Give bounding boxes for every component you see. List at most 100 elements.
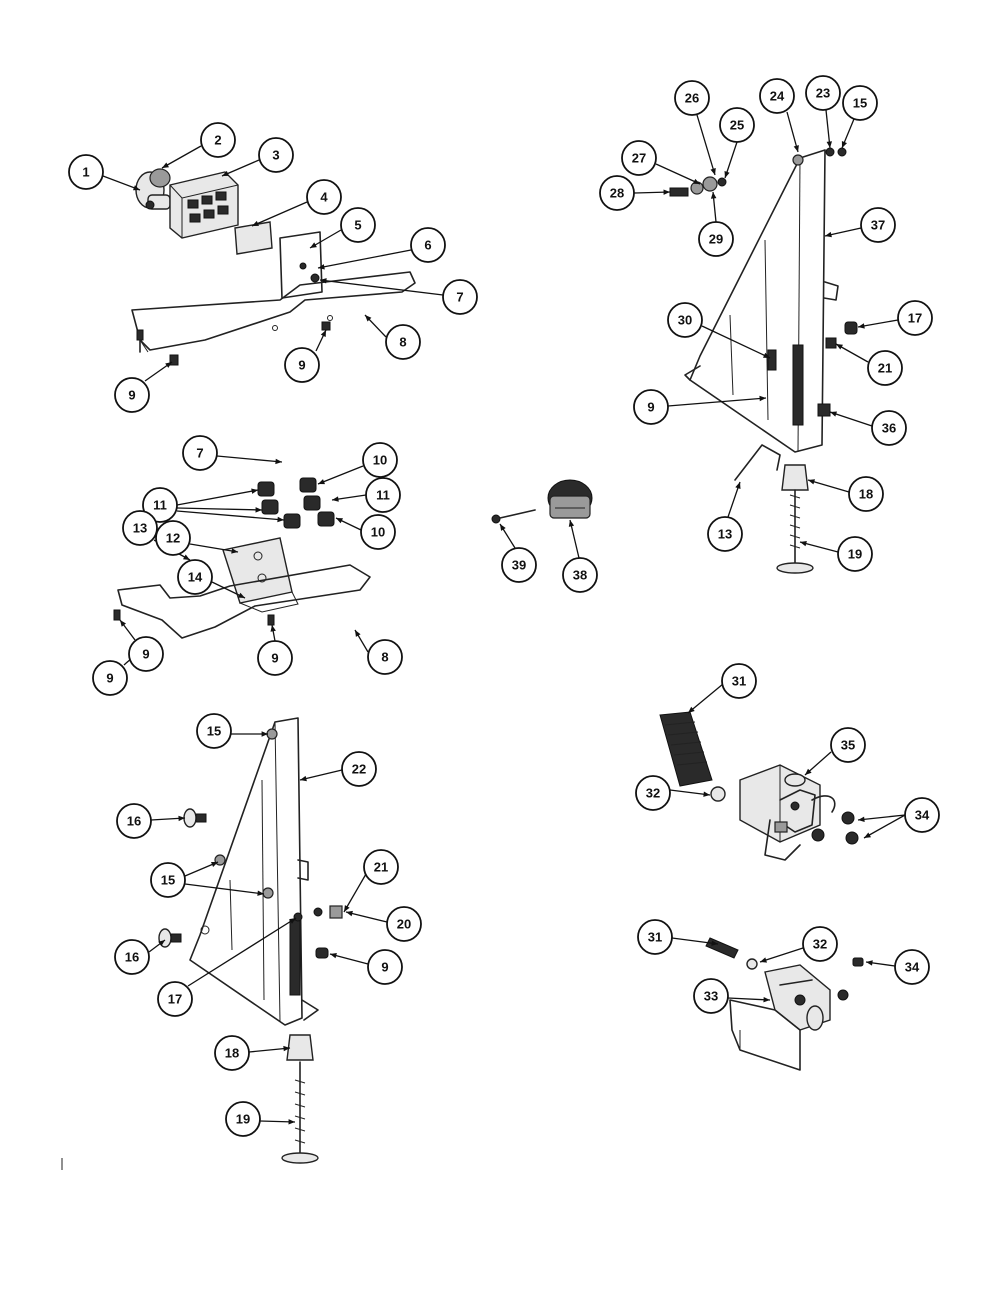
callout-number: 32 — [813, 937, 827, 952]
arrowhead — [808, 479, 815, 485]
arrowhead — [238, 592, 245, 598]
callout-4: 4 — [306, 179, 342, 215]
leader-line — [221, 159, 260, 177]
arrowhead — [830, 411, 837, 417]
callout-number: 31 — [648, 930, 662, 945]
callout-number: 25 — [730, 118, 744, 133]
callout-number: 21 — [878, 361, 892, 376]
callout-circle — [214, 1035, 250, 1071]
leader-line — [319, 279, 444, 296]
arrowhead — [858, 323, 865, 329]
callout-circle — [698, 221, 734, 257]
arrowhead — [289, 918, 296, 924]
callout-34: 34 — [904, 797, 940, 833]
arrowhead — [836, 344, 843, 350]
callout-11: 11 — [365, 477, 401, 513]
callout-circle — [621, 140, 657, 176]
callout-number: 22 — [352, 762, 366, 777]
arrowhead — [688, 706, 695, 713]
arrowhead — [800, 541, 807, 547]
callout-38: 38 — [562, 557, 598, 593]
assembly-valve-lower — [705, 937, 864, 1071]
callout-9: 9 — [128, 636, 164, 672]
arrowhead — [320, 278, 327, 284]
leader-line — [184, 883, 265, 895]
callout-circle — [128, 636, 164, 672]
callout-number: 30 — [678, 313, 692, 328]
arrowhead — [318, 479, 325, 485]
callout-circle — [897, 300, 933, 336]
arrowhead — [710, 168, 716, 175]
leader-line — [216, 455, 283, 463]
callout-9: 9 — [284, 347, 320, 383]
callout-36: 36 — [871, 410, 907, 446]
arrowhead — [257, 890, 264, 896]
leader-line — [189, 543, 239, 553]
callout-number: 1 — [82, 165, 89, 180]
callout-number: 18 — [859, 487, 873, 502]
arrowhead — [866, 960, 873, 966]
callout-number: 28 — [610, 186, 624, 201]
callout-number: 18 — [225, 1046, 239, 1061]
callout-number: 10 — [371, 525, 385, 540]
arrowhead — [165, 362, 172, 368]
callout-20: 20 — [386, 906, 422, 942]
callout-6: 6 — [410, 227, 446, 263]
callout-number: 3 — [272, 148, 279, 163]
callout-8: 8 — [367, 639, 403, 675]
arrowhead — [251, 488, 258, 494]
leader-line — [669, 789, 711, 796]
seal-part — [746, 958, 758, 970]
arrowhead — [858, 816, 865, 822]
arrowhead — [825, 231, 832, 238]
callout-number: 34 — [915, 808, 930, 823]
arrowhead — [270, 625, 276, 632]
callout-3: 3 — [258, 137, 294, 173]
callout-number: 9 — [298, 358, 305, 373]
callout-number: 2 — [214, 133, 221, 148]
leveling-leg-part — [776, 464, 814, 574]
leader-line — [176, 510, 285, 521]
leader-line — [299, 769, 343, 781]
arrowhead — [763, 352, 770, 358]
callout-circle — [410, 227, 446, 263]
arrowhead — [133, 185, 140, 191]
leader-line — [799, 541, 839, 553]
fastener-part — [158, 808, 343, 959]
arrowhead — [710, 192, 717, 199]
arrowhead — [759, 395, 766, 402]
arrowhead — [183, 554, 190, 560]
callout-number: 19 — [848, 547, 862, 562]
callout-number: 12 — [166, 531, 180, 546]
callout-number: 8 — [381, 650, 388, 665]
callout-number: 21 — [374, 860, 388, 875]
callout-circle — [867, 350, 903, 386]
callout-number: 4 — [320, 190, 328, 205]
callout-number: 26 — [685, 91, 699, 106]
callout-circle — [341, 751, 377, 787]
callout-number: 13 — [133, 521, 147, 536]
callout-number: 15 — [161, 873, 175, 888]
callout-circle — [362, 442, 398, 478]
callout-circle — [759, 78, 795, 114]
leader-line — [701, 325, 771, 359]
callout-circle — [871, 410, 907, 446]
arrowhead — [346, 910, 353, 917]
callout-circle — [894, 949, 930, 985]
arrowhead — [693, 178, 700, 184]
callout-circle — [367, 639, 403, 675]
callout-number: 32 — [646, 786, 660, 801]
arrowhead — [300, 775, 307, 782]
leader-line — [569, 519, 580, 559]
callout-number: 15 — [207, 724, 221, 739]
callout-number: 9 — [106, 671, 113, 686]
callout-29: 29 — [698, 221, 734, 257]
callout-circle — [633, 389, 669, 425]
leader-line — [345, 911, 388, 923]
callout-number: 5 — [354, 218, 361, 233]
callout-number: 33 — [704, 989, 718, 1004]
arrowhead — [724, 171, 730, 178]
leader-line — [786, 111, 799, 153]
arrowhead — [158, 940, 165, 946]
leader-line — [857, 319, 899, 328]
